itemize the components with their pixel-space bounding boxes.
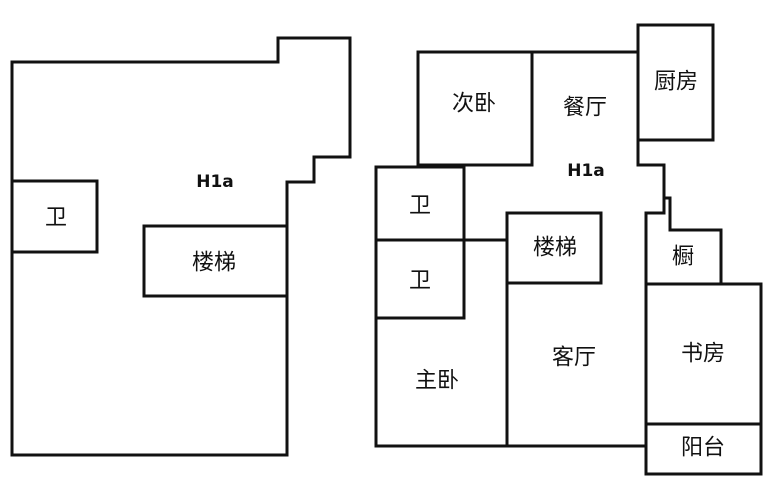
left-floor-plan: H1a 卫 楼梯 bbox=[10, 36, 352, 457]
right-second-bedroom-label: 次卧 bbox=[452, 92, 496, 117]
right-unit-label: H1a bbox=[567, 161, 605, 181]
left-unit-label: H1a bbox=[196, 172, 234, 192]
right-floor-plan: H1a 次卧 餐厅 厨房 卫 卫 楼梯 橱 主卧 客厅 书房 阳台 bbox=[374, 23, 763, 476]
left-plan-outline bbox=[10, 36, 352, 457]
right-living-room-label: 客厅 bbox=[552, 346, 596, 371]
right-study-label: 书房 bbox=[681, 342, 725, 367]
left-stairs-room bbox=[142, 224, 289, 298]
right-stairs-label: 楼梯 bbox=[533, 236, 577, 261]
left-bathroom-room bbox=[10, 179, 99, 254]
right-kitchen-label: 厨房 bbox=[654, 70, 698, 95]
right-second-bedroom-room bbox=[416, 50, 534, 167]
left-bathroom-label: 卫 bbox=[45, 206, 67, 231]
right-cabinet-label: 橱 bbox=[672, 245, 694, 270]
right-bathroom-1-label: 卫 bbox=[409, 194, 431, 219]
right-kitchen-room bbox=[636, 23, 715, 142]
right-balcony-room bbox=[644, 422, 763, 476]
right-stairs-room bbox=[505, 211, 603, 285]
right-bathroom-2-label: 卫 bbox=[409, 269, 431, 294]
left-stairs-label: 楼梯 bbox=[192, 251, 236, 276]
right-bathroom-2-room bbox=[374, 238, 466, 320]
right-balcony-label: 阳台 bbox=[681, 436, 725, 461]
right-master-bedroom-label: 主卧 bbox=[415, 369, 459, 394]
right-cabinet-wall bbox=[644, 196, 723, 286]
right-dining-room-label: 餐厅 bbox=[563, 96, 607, 121]
